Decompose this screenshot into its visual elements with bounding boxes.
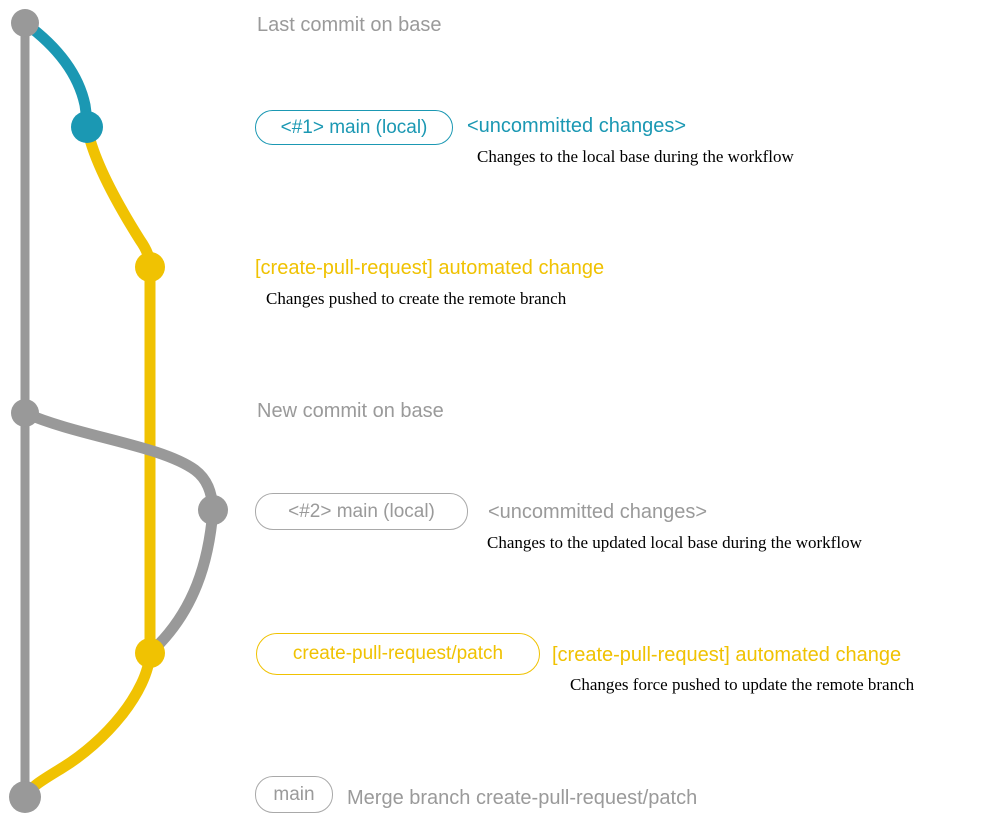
branch-ref-main: main [255,776,333,813]
branch-ref-patch: create-pull-request/patch [256,633,540,675]
commit-caption-automated-1: Changes pushed to create the remote bran… [266,289,567,308]
commit-caption-uncommitted-1: Changes to the local base during the wor… [477,147,794,166]
commit-node-new-base [11,399,39,427]
commit-node-uncommitted-1 [71,111,103,143]
commit-message-merge: Merge branch create-pull-request/patch [347,787,698,809]
commit-node-uncommitted-2 [198,495,228,525]
commit-node-automated-1 [135,252,165,282]
commit-message-automated-1: [create-pull-request] automated change [255,257,605,279]
last-commit-label: Last commit on base [257,14,442,36]
commit-message-uncommitted-1: <uncommitted changes> [467,115,687,137]
commit-node-automated-2 [135,638,165,668]
commit-node-merge [9,781,41,813]
branch-local-main-line [19,17,93,133]
commit-message-automated-2: [create-pull-request] automated change [552,644,902,666]
new-commit-label: New commit on base [257,400,444,422]
branch-patch-line [19,121,156,803]
branch-ref-main-local-2: <#2> main (local) [255,493,468,530]
commit-caption-automated-2: Changes force pushed to update the remot… [570,675,915,694]
branch-local-main2-descent [144,504,219,659]
commit-message-uncommitted-2: <uncommitted changes> [488,501,708,523]
commit-caption-uncommitted-2: Changes to the updated local base during… [487,533,862,552]
commit-node-last-base [11,9,39,37]
branch-local-main2-curve [19,407,219,516]
branch-ref-main-local-1: <#1> main (local) [255,110,453,145]
